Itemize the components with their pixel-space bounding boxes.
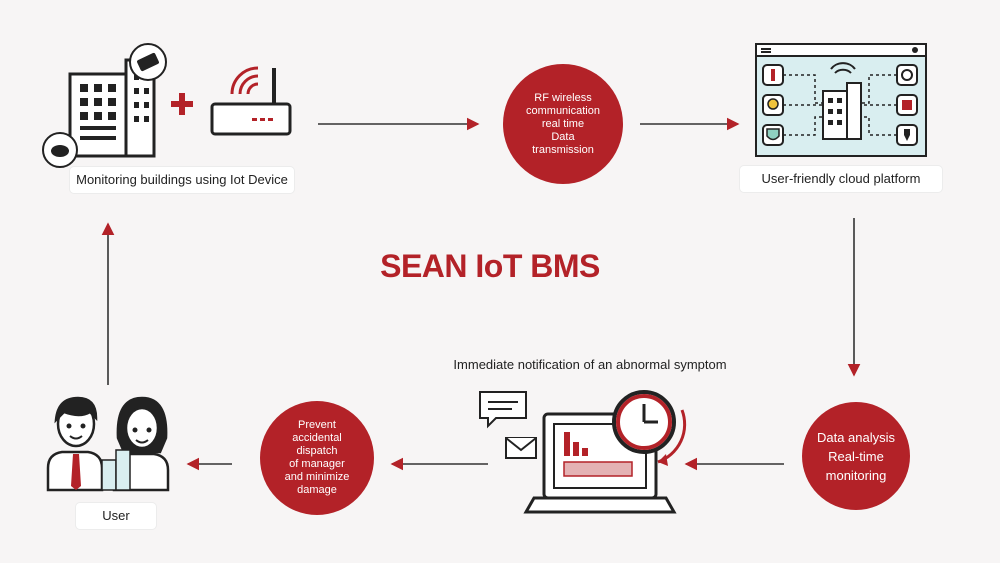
plus-icon <box>171 93 193 115</box>
diagram-title: SEAN IoT BMS <box>380 248 600 284</box>
label-user: User <box>76 503 156 529</box>
sensor-icon <box>129 43 167 81</box>
label-monitoring: Monitoring buildings using Iot Device <box>70 167 294 193</box>
iot-devices-illustration <box>42 43 292 168</box>
label-cloud: User-friendly cloud platform <box>740 166 942 192</box>
laptop-icon <box>523 412 677 514</box>
router-icon <box>210 66 292 136</box>
chat-icon <box>479 391 527 429</box>
mail-icon <box>505 437 537 459</box>
sensor-icon <box>42 132 78 168</box>
notification-illustration <box>479 390 687 514</box>
clock-icon <box>612 390 687 466</box>
cloud-dashboard-icon <box>755 43 927 157</box>
label-notification: Immediate notification of an abnormal sy… <box>453 357 727 372</box>
users-icon <box>46 396 170 492</box>
